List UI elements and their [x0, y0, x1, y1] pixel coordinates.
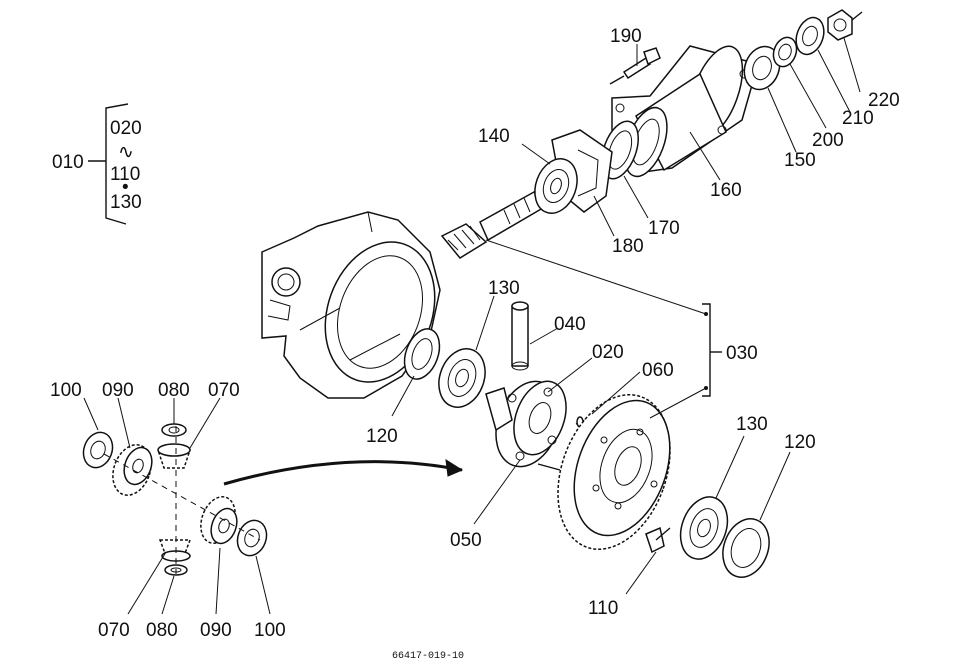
diff-case-020 [485, 380, 567, 468]
callout-070-bottom: 070 [98, 620, 130, 641]
bearing-140 [534, 158, 578, 214]
leader-lines [83, 37, 861, 615]
callout-080-top: 080 [158, 380, 190, 401]
callout-090-bottom: 090 [200, 620, 232, 641]
bolt-190 [609, 47, 661, 85]
callout-100-bottom: 100 [254, 620, 286, 641]
gear-090-top [112, 444, 153, 496]
group-legend: 010 020 ∿ 110 • 130 [52, 103, 142, 225]
callout-110: 110 [588, 598, 618, 619]
gear-070-top [156, 443, 192, 469]
spacer-200 [772, 36, 798, 68]
gearbox-case [261, 211, 441, 399]
pin-050 [537, 463, 561, 471]
nut-220 [827, 9, 863, 41]
callout-070-top: 070 [208, 380, 240, 401]
callout-170: 170 [648, 218, 680, 239]
callout-030: 030 [726, 343, 758, 364]
washer-100-top [82, 431, 114, 469]
callout-190: 190 [610, 26, 642, 47]
legend-group-number: 010 [52, 152, 84, 173]
assembly-arrow [223, 459, 464, 486]
callout-080-bottom: 080 [146, 620, 178, 641]
washer-120-right [722, 518, 770, 578]
callout-150: 150 [784, 150, 816, 171]
callout-160: 160 [710, 180, 742, 201]
ring-gear [557, 393, 671, 551]
group-030-bracket [485, 239, 722, 419]
legend-item-110: 110 [110, 164, 140, 185]
legend-item-020: 020 [110, 118, 142, 139]
washer-080-top [161, 423, 187, 437]
callout-200: 200 [812, 130, 844, 151]
callout-060: 060 [642, 360, 674, 381]
bearing-130-right [679, 496, 729, 560]
callout-020: 020 [592, 342, 624, 363]
bearing-150 [743, 45, 781, 91]
legend-item-130: 130 [110, 192, 142, 213]
callout-130-top: 130 [488, 278, 520, 299]
bearing-130-top [438, 348, 486, 408]
callout-180: 180 [612, 236, 644, 257]
washer-120-left [403, 328, 441, 380]
pin-040 [511, 301, 529, 371]
callout-100-top: 100 [50, 380, 82, 401]
washer-100-bottom [236, 519, 268, 557]
callout-090-top: 090 [102, 380, 134, 401]
callout-210: 210 [842, 108, 874, 129]
figure-number: 66417-019-10 [392, 651, 464, 662]
callout-130-right: 130 [736, 414, 768, 435]
legend-range-symbol: ∿ [118, 142, 134, 163]
washer-210 [795, 16, 825, 56]
callout-140: 140 [478, 126, 510, 147]
callout-120-left: 120 [366, 426, 398, 447]
housing-160 [611, 45, 759, 178]
callout-040: 040 [554, 314, 586, 335]
callout-050: 050 [450, 530, 482, 551]
gear-070-bottom [158, 539, 192, 562]
callout-labels: 190 220 210 200 150 140 160 170 180 130 … [50, 26, 900, 641]
callout-120-right: 120 [784, 432, 816, 453]
legend-dot: • [122, 177, 129, 198]
bolt-110 [645, 526, 671, 554]
callout-220: 220 [868, 90, 900, 111]
gear-090-bottom [200, 496, 238, 545]
axis-line-horizontal [103, 453, 261, 541]
